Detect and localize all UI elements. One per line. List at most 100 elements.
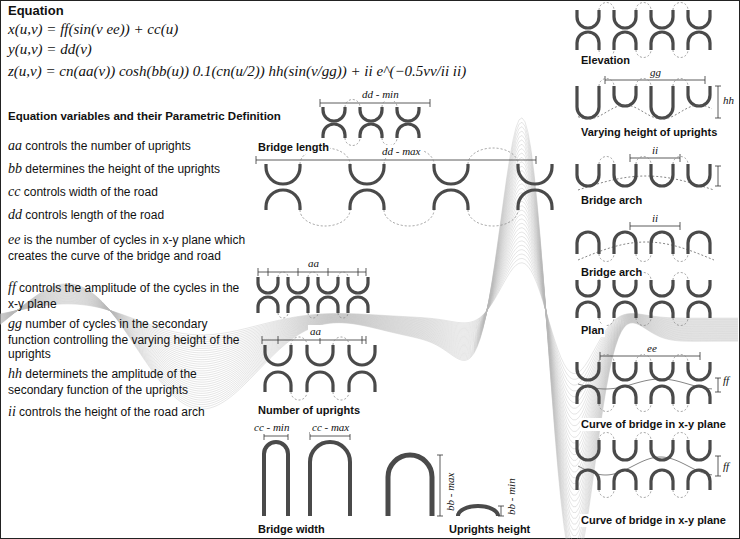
dimension-tick <box>358 268 359 276</box>
upright-shape <box>614 362 636 380</box>
variable-name: hh <box>8 366 22 381</box>
surface-line <box>0 122 738 539</box>
upright-shape <box>688 362 710 380</box>
upright-shape <box>614 386 636 404</box>
dashed-arc <box>308 272 318 277</box>
figure-caption: Bridge arch <box>580 194 643 207</box>
dimension-label: cc - min <box>252 421 291 434</box>
upright-shape <box>688 280 710 296</box>
variable-text: number of cycles in the secondary functi… <box>8 317 239 361</box>
upright-shape <box>651 470 673 490</box>
upright-shape <box>577 302 599 318</box>
variable-name: cc <box>8 184 20 199</box>
dimension-label: cc - max <box>310 421 351 434</box>
upright-shape <box>651 280 673 296</box>
figure-caption: Varying height of uprights <box>580 126 718 139</box>
dimension-label: dd - min <box>360 88 401 101</box>
dimension-tick <box>366 336 367 344</box>
dashed-arc <box>278 272 288 277</box>
dashed-arc <box>636 404 651 412</box>
dashed-arc <box>599 157 614 164</box>
upright-shape <box>518 164 552 184</box>
upright-shape <box>651 302 673 318</box>
equation: y(u,v) = dd(v) <box>8 40 92 58</box>
figure-caption: Bridge width <box>257 523 326 536</box>
equation: x(u,v) = ff(sin(v ee)) + cc(u) <box>8 20 178 38</box>
upright-shape <box>265 345 291 365</box>
upright-shape <box>323 124 345 138</box>
upright-shape <box>518 190 552 210</box>
dashed-arc <box>673 490 688 498</box>
variable-definition: ee is the number of cycles in x-y plane … <box>8 232 250 263</box>
upright-shape <box>688 440 710 460</box>
variable-name: aa <box>8 138 22 153</box>
upright-shape <box>651 32 673 50</box>
dimension-label: gg <box>648 66 663 79</box>
dimension-label: ii <box>650 144 660 157</box>
dashed-arc <box>333 392 349 400</box>
main-title: Equation <box>8 3 64 19</box>
figure-caption: Bridge length <box>257 141 330 154</box>
dashed-arc <box>673 433 688 441</box>
surface-line <box>0 171 738 496</box>
dashed-arc <box>300 210 350 226</box>
dimension-tick <box>437 455 443 456</box>
upright-shape <box>614 470 636 490</box>
variable-definition: cc controls width of the road <box>8 184 250 201</box>
upright-shape <box>577 440 599 460</box>
guide-curve <box>578 105 712 119</box>
variable-definition: aa controls the number of uprights <box>8 138 250 155</box>
dimension-tick <box>715 186 721 187</box>
dimension-label: aa <box>306 257 321 270</box>
dashed-arc <box>673 254 688 262</box>
dashed-arc <box>308 313 318 318</box>
variable-name: bb <box>8 161 22 176</box>
upright-shape <box>577 10 599 28</box>
figure-caption: Plan <box>580 324 605 337</box>
variable-definition: ii controls the height of the road arch <box>8 404 250 421</box>
variable-text: controls the amplitude of the cycles in … <box>8 281 239 311</box>
figure-caption: Curve of bridge in x-y plane <box>580 514 727 527</box>
dashed-arc <box>673 79 688 87</box>
dimension-tick <box>630 154 631 162</box>
dimension-tick <box>320 99 321 107</box>
dashed-arc <box>468 148 518 164</box>
dashed-arc <box>636 433 651 441</box>
upright-shape <box>318 277 338 293</box>
upright-shape <box>688 232 710 254</box>
variable-text: controls width of the road <box>20 185 157 199</box>
dimension-tick <box>715 86 721 87</box>
dimension-label: hh <box>721 94 736 107</box>
upright-shape <box>264 442 288 516</box>
surface-line <box>0 127 738 539</box>
surface-line <box>0 153 738 518</box>
surface-line <box>0 206 738 449</box>
upright-shape <box>577 32 599 50</box>
surface-line <box>0 162 738 507</box>
dimension-line <box>258 272 366 273</box>
dimension-tick <box>498 506 504 507</box>
dimension-line <box>256 160 536 161</box>
variable-definition: dd controls length of the road <box>8 207 250 224</box>
dimension-line <box>264 436 288 437</box>
dimension-tick <box>715 476 721 477</box>
dashed-arc <box>338 272 348 277</box>
dimension-tick <box>715 456 721 457</box>
surface-line <box>0 197 738 460</box>
upright-shape <box>348 297 368 313</box>
dashed-arc <box>345 138 360 146</box>
upright-shape <box>388 455 432 516</box>
upright-shape <box>651 440 673 460</box>
dashed-arc <box>636 79 651 87</box>
upright-shape <box>318 297 338 313</box>
dimension-line <box>630 158 680 159</box>
variable-name: ff <box>8 280 16 295</box>
bridge-figures <box>256 3 721 517</box>
upright-shape <box>614 440 636 460</box>
dashed-arc <box>636 3 651 11</box>
dimension-tick <box>498 516 504 517</box>
upright-shape <box>577 386 599 404</box>
upright-shape <box>577 470 599 490</box>
surface-line <box>0 179 738 483</box>
